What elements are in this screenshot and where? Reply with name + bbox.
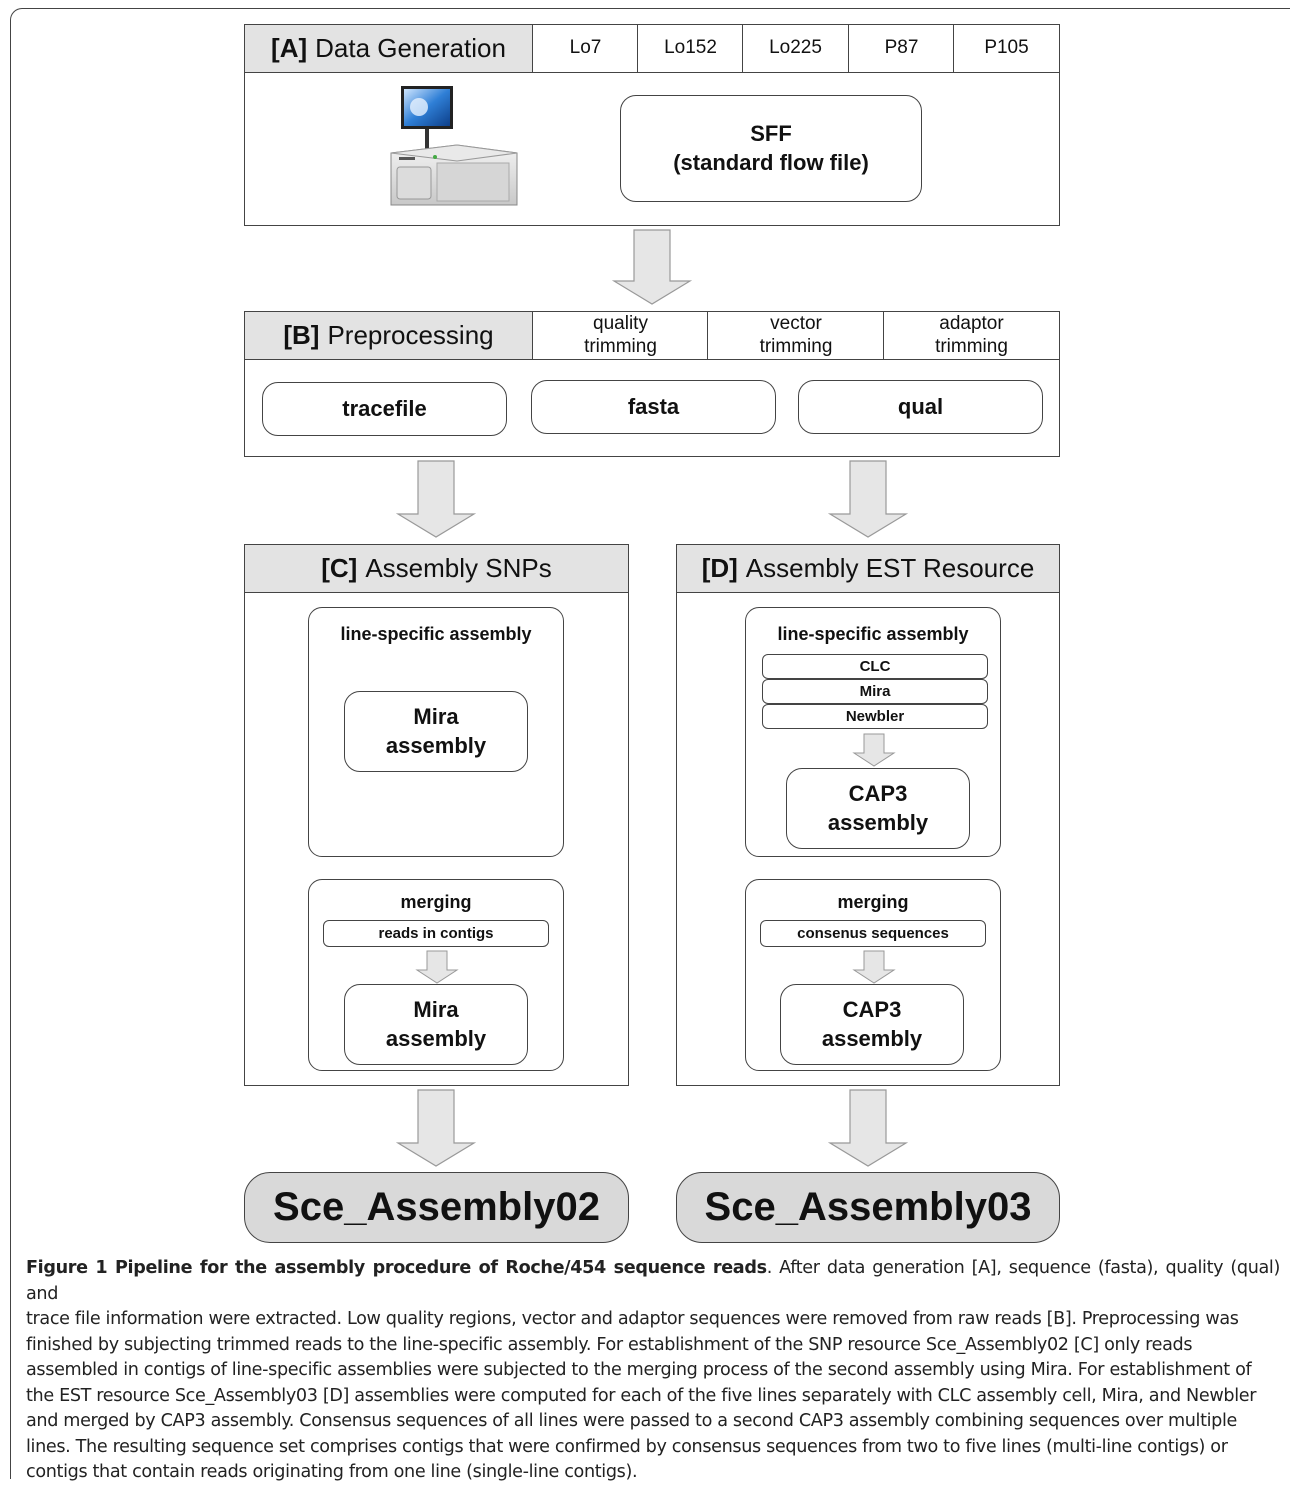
section-d-title: Assembly EST Resource	[745, 553, 1035, 583]
c-merge-mira-assembly-box: Mira assembly	[344, 984, 528, 1065]
d-tool-clc: CLC	[762, 654, 988, 679]
section-c-title: Assembly SNPs	[365, 553, 552, 583]
line-label: Lo152	[664, 37, 717, 59]
arrow-a-to-b	[611, 229, 693, 305]
step-line2: trimming	[935, 335, 1008, 357]
line-cell: Lo225	[742, 24, 849, 73]
line-cell: P87	[848, 24, 955, 73]
section-d-tag: [D]	[701, 553, 738, 583]
section-a-tag: [A]	[271, 33, 308, 63]
line-label: Lo225	[769, 37, 822, 59]
sff-subtitle: (standard flow file)	[673, 149, 869, 175]
tool-label: Newbler	[845, 708, 905, 725]
box-line1: CAP3	[848, 780, 908, 806]
output-label: Sce_Assembly02	[273, 1185, 600, 1229]
step-line2: trimming	[584, 335, 657, 357]
step-line2: trimming	[759, 335, 833, 357]
figure-frame	[10, 8, 1290, 1479]
d-line-specific-title: line-specific assembly	[777, 624, 969, 644]
box-line2: assembly	[385, 1025, 487, 1051]
c-merge-arrow	[415, 950, 459, 984]
caption-line: . After data generation [A], sequence (f…	[26, 1258, 1280, 1304]
sequencer-machine-icon	[390, 86, 518, 206]
output-sce-assembly02: Sce_Assembly02	[244, 1172, 629, 1243]
caption-line: and merged by CAP3 assembly. Consensus s…	[26, 1411, 1238, 1431]
d-tool-mira: Mira	[762, 679, 988, 704]
caption-line: the EST resource Sce_Assembly03 [D] asse…	[26, 1385, 1257, 1406]
preprocessing-step: vector trimming	[707, 311, 885, 360]
line-cell: P105	[953, 24, 1060, 73]
section-a-title: Data Generation	[315, 33, 506, 63]
c-reads-in-contigs: reads in contigs	[323, 920, 549, 947]
d-cap3-assembly-box: CAP3 assembly	[786, 768, 970, 849]
sff-title: SFF	[750, 120, 792, 146]
caption-line: lines. The resulting sequence set compri…	[26, 1436, 1228, 1457]
box-line1: CAP3	[842, 996, 902, 1022]
d-tool-newbler: Newbler	[762, 704, 988, 729]
preprocessing-step: adaptor trimming	[883, 311, 1060, 360]
caption-line: finished by subjecting trimmed reads to …	[26, 1334, 1193, 1355]
section-c-tag: [C]	[321, 553, 358, 583]
arrow-b-to-d	[827, 460, 909, 538]
section-a-header: [A] Data Generation	[244, 24, 533, 73]
line-label: P105	[984, 37, 1029, 59]
figure-caption: Figure 1 Pipeline for the assembly proce…	[26, 1256, 1280, 1486]
section-c-header: [C] Assembly SNPs	[244, 544, 629, 593]
box-line2: assembly	[827, 809, 929, 835]
arrow-d-to-output	[827, 1089, 909, 1167]
pill-label: consenus sequences	[797, 925, 949, 942]
tool-label: Mira	[859, 683, 891, 700]
c-merging-title: merging	[400, 892, 472, 912]
file-box-fasta: fasta	[531, 380, 776, 434]
section-b-header: [B] Preprocessing	[244, 311, 533, 360]
file-label: tracefile	[342, 396, 427, 421]
step-line1: adaptor	[939, 312, 1004, 334]
line-label: P87	[884, 37, 919, 59]
preprocessing-step: quality trimming	[532, 311, 709, 360]
caption-label: Figure 1 Pipeline for the assembly proce…	[26, 1258, 767, 1278]
section-d-header: [D] Assembly EST Resource	[676, 544, 1060, 593]
line-cell: Lo7	[532, 24, 639, 73]
d-merge-cap3-assembly-box: CAP3 assembly	[780, 984, 964, 1065]
sff-box: SFF (standard flow file)	[620, 95, 922, 202]
box-line1: Mira	[413, 996, 459, 1022]
c-mira-assembly-box: Mira assembly	[344, 691, 528, 772]
d-merge-arrow	[852, 950, 896, 984]
box-line1: Mira	[413, 703, 459, 729]
output-label: Sce_Assembly03	[704, 1185, 1032, 1229]
c-line-specific-title: line-specific assembly	[340, 624, 532, 644]
pill-label: reads in contigs	[378, 925, 494, 942]
step-line1: vector	[770, 312, 822, 334]
line-label: Lo7	[569, 37, 602, 59]
step-line1: quality	[593, 312, 648, 334]
box-line2: assembly	[385, 732, 487, 758]
d-line-specific-arrow	[852, 733, 896, 767]
box-line2: assembly	[821, 1025, 923, 1051]
arrow-c-to-output	[395, 1089, 477, 1167]
caption-line: trace file information were extracted. L…	[26, 1309, 1239, 1329]
file-box-tracefile: tracefile	[262, 382, 507, 436]
caption-line: assembled in contigs of line-specific as…	[26, 1360, 1252, 1380]
line-cell: Lo152	[637, 24, 744, 73]
file-label: fasta	[627, 394, 680, 419]
section-b-tag: [B]	[283, 320, 320, 350]
section-b-title: Preprocessing	[327, 320, 494, 350]
d-merging-title: merging	[837, 892, 909, 912]
output-sce-assembly03: Sce_Assembly03	[676, 1172, 1060, 1243]
file-label: qual	[897, 394, 944, 419]
tool-label: CLC	[859, 658, 891, 675]
arrow-b-to-c	[395, 460, 477, 538]
file-box-qual: qual	[798, 380, 1043, 434]
d-consensus-sequences: consenus sequences	[760, 920, 986, 947]
